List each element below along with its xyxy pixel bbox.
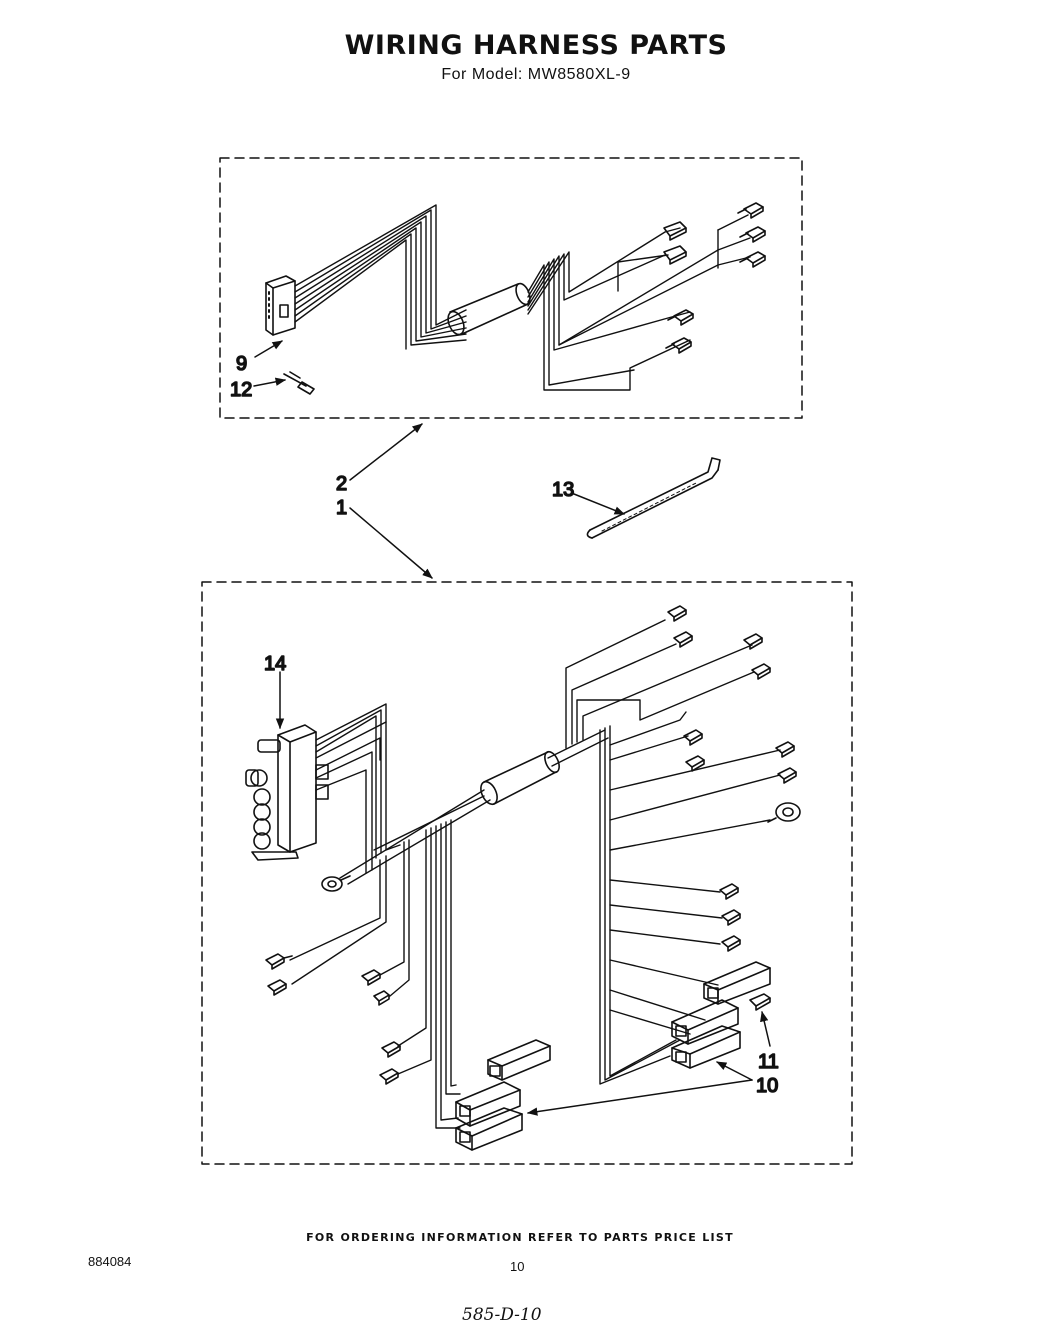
- callout-11: 11: [758, 1051, 779, 1073]
- upper-terminal-flat-1: [663, 221, 687, 241]
- lower-left-ribbon: [315, 703, 401, 874]
- upper-connector-block: [265, 275, 296, 336]
- model-subtitle: For Model: MW8580XL-9: [441, 66, 631, 83]
- connector-housing-right: [671, 961, 771, 1069]
- ring-terminal-left: [321, 875, 351, 892]
- lower-terminal-right-3: [743, 633, 763, 650]
- callout-2: 2: [336, 473, 347, 495]
- lower-terminal-left-1: [265, 953, 293, 970]
- lower-terminal-right-9: [719, 883, 739, 900]
- upper-terminal-2: [739, 226, 766, 243]
- callout-10: 10: [756, 1075, 778, 1097]
- ordering-notice: FOR ORDERING INFORMATION REFER TO PARTS …: [306, 1231, 734, 1244]
- ring-terminal-right: [767, 802, 801, 823]
- lower-harness: [245, 605, 801, 1151]
- lower-terminal-left-4: [373, 990, 390, 1006]
- loose-terminal-item-12: [283, 371, 315, 395]
- page-title: WIRING HARNESS PARTS: [344, 30, 728, 61]
- upper-terminal-5: [665, 337, 692, 354]
- page-number: 10: [510, 1259, 525, 1274]
- lower-terminal-right-6: [685, 755, 705, 772]
- callout-9: 9: [236, 353, 247, 375]
- cable-tie-item-13: [586, 457, 721, 539]
- connector-housing-left: [455, 1039, 551, 1151]
- lower-main-trunk: [339, 729, 609, 885]
- lower-connector-block: [245, 724, 329, 861]
- upper-terminal-flat-2: [663, 245, 687, 265]
- lower-terminal-right-1: [667, 605, 687, 622]
- lower-wire-sleeve: [480, 750, 560, 806]
- document-number: 884084: [88, 1254, 132, 1269]
- lower-terminal-right-5: [683, 729, 703, 746]
- upper-terminal-1: [737, 202, 764, 219]
- lower-terminal-left-6: [379, 1068, 399, 1085]
- callout-leaders: [253, 340, 771, 1116]
- callout-14: 14: [264, 653, 286, 675]
- lower-terminal-right-10: [721, 909, 741, 926]
- upper-terminal-3: [739, 251, 766, 268]
- lower-terminal-left-2: [267, 979, 287, 996]
- lower-terminal-right-2: [673, 631, 693, 648]
- lower-terminal-left-3: [361, 969, 381, 986]
- upper-wire-sleeve: [447, 282, 531, 336]
- upper-harness: [265, 202, 766, 395]
- callout-12: 12: [230, 379, 252, 401]
- upper-right-wires: [527, 214, 751, 391]
- lower-terminal-left-5: [381, 1041, 401, 1058]
- upper-terminal-4: [667, 309, 694, 326]
- lower-terminal-right-4: [751, 663, 771, 680]
- lower-right-trunk: [565, 619, 781, 1085]
- handwritten-note: 585-D-10: [462, 1305, 542, 1325]
- callout-1: 1: [336, 497, 347, 519]
- lower-terminal-right-8: [777, 767, 797, 784]
- lower-terminal-right-11: [721, 935, 741, 952]
- upper-harness-box: [219, 157, 803, 419]
- lower-left-drop-wires: [289, 819, 461, 1129]
- small-terminal-item-11: [749, 993, 771, 1011]
- callout-13: 13: [552, 479, 574, 501]
- lower-terminal-right-7: [775, 741, 795, 758]
- upper-left-ribbon: [294, 204, 467, 350]
